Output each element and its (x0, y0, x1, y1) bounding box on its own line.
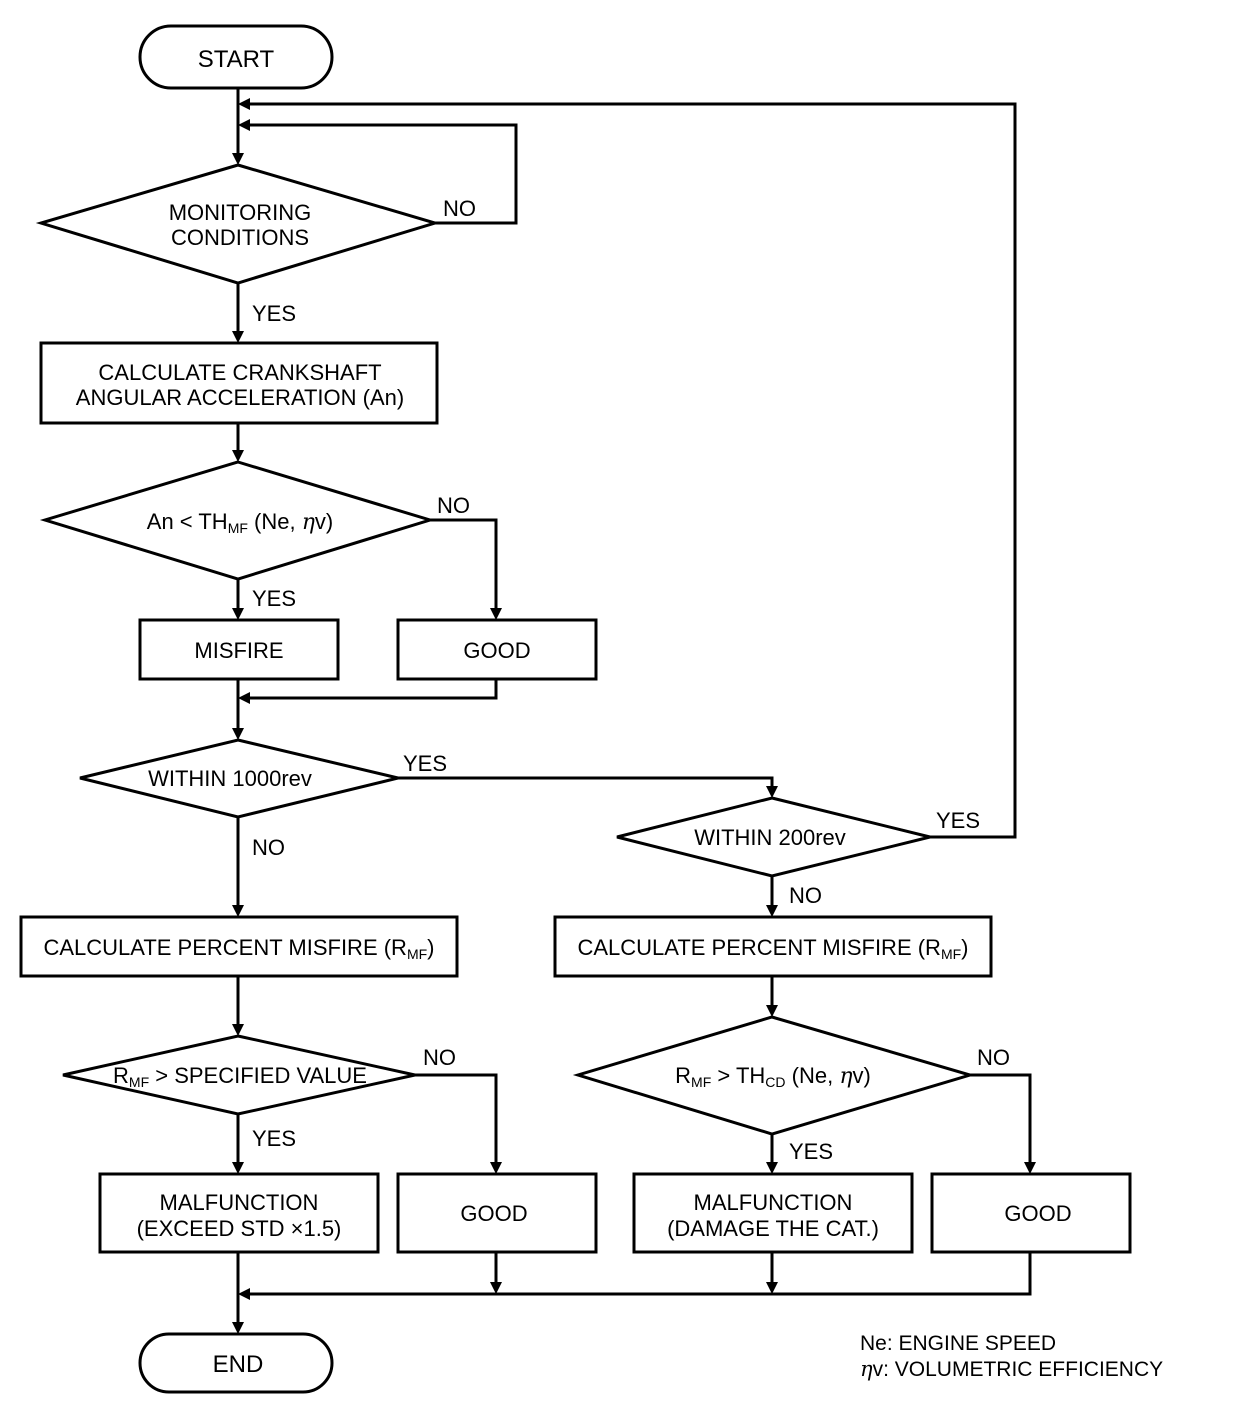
an-threshold-part3: v) (315, 509, 333, 534)
rmf-thcd-subscript1: MF (691, 1074, 711, 1090)
edge-label-thcd-yes: YES (789, 1139, 833, 1164)
calculate-percent-misfire-right-box (553, 915, 993, 978)
good-lower-middle-label: GOOD (460, 1201, 527, 1226)
good-box-upper (396, 618, 598, 681)
arrowhead (232, 728, 244, 740)
edge-label-within200-yes: YES (936, 808, 980, 833)
malfunction-cat-box (632, 1172, 914, 1254)
rmf-thcd-label: RMF > THCD (Ne, ηv) (675, 1063, 871, 1090)
edge-label-within1000-no: NO (252, 835, 285, 860)
an-threshold-eta: η (302, 510, 315, 535)
start-label: START (198, 46, 275, 73)
calculate-percent-misfire-left-box (19, 915, 459, 978)
monitoring-conditions-label-line2: CONDITIONS (171, 225, 309, 250)
arrowhead (232, 450, 244, 462)
malfunction-exceed-label-line1: MALFUNCTION (160, 1190, 319, 1215)
calculate-crankshaft-box (39, 341, 439, 425)
calculate-percent-misfire-left-label: CALCULATE PERCENT MISFIRE (RMF) (43, 935, 434, 962)
within-200rev-label: WITHIN 200rev (694, 825, 846, 850)
rmf-spec-part1: R (113, 1063, 129, 1088)
rmf-thcd-part4: v) (853, 1063, 871, 1088)
arrowhead (490, 1282, 502, 1294)
end-terminal (138, 1332, 334, 1394)
rmf-spec-part2: > SPECIFIED VALUE (149, 1063, 367, 1088)
arrowhead (766, 1282, 778, 1294)
arrowhead (232, 1322, 244, 1334)
arrowhead (232, 608, 244, 620)
arrowhead (232, 1024, 244, 1036)
malfunction-exceed-label-line2: (EXCEED STD ×1.5) (137, 1216, 342, 1241)
arrowhead (490, 1162, 502, 1174)
rmf-spec-subscript: MF (129, 1074, 149, 1090)
edge-label-within200-no: NO (789, 883, 822, 908)
malfunction-exceed-box (98, 1172, 380, 1254)
edge-label-spec-yes: YES (252, 1126, 296, 1151)
misfire-box (138, 618, 340, 681)
arrowhead (766, 1005, 778, 1017)
an-threshold-subscript: MF (228, 520, 248, 536)
calc-right-part1: CALCULATE PERCENT MISFIRE (R (577, 935, 940, 960)
arrowhead (232, 331, 244, 343)
edge-label-an-yes: YES (252, 586, 296, 611)
arrowhead (238, 119, 250, 131)
misfire-label: MISFIRE (194, 638, 283, 663)
arrowhead (490, 608, 502, 620)
edge-label-an-no: NO (437, 493, 470, 518)
calc-left-subscript: MF (407, 946, 427, 962)
arrowhead (232, 153, 244, 165)
edge-thcd-no-to-good (970, 1073, 1032, 1165)
arrowhead (1024, 1162, 1036, 1174)
edge-label-within1000-yes: YES (403, 751, 447, 776)
arrowhead (232, 1162, 244, 1174)
good-lower-right-label: GOOD (1004, 1201, 1071, 1226)
legend-eta-symbol: η (860, 1357, 873, 1381)
rmf-thcd-eta: η (839, 1064, 852, 1089)
an-threshold-part1: An < TH (147, 509, 228, 534)
arrowhead (766, 1162, 778, 1174)
an-threshold-part2: (Ne, (248, 509, 302, 534)
calculate-crankshaft-label-line2: ANGULAR ACCELERATION (An) (76, 385, 404, 410)
calc-right-subscript: MF (941, 946, 961, 962)
edge-monitoring-no-loop (248, 123, 518, 225)
arrowhead (766, 786, 778, 798)
an-threshold-label: An < THMF (Ne, ηv) (147, 509, 333, 536)
edge-label-monitoring-no: NO (443, 196, 476, 221)
arrowhead (238, 1288, 250, 1300)
arrowhead (766, 905, 778, 917)
rmf-thcd-part3: (Ne, (786, 1063, 840, 1088)
rmf-thcd-part2: > TH (711, 1063, 765, 1088)
within-1000rev-label: WITHIN 1000rev (148, 766, 312, 791)
legend-ne: Ne: ENGINE SPEED (860, 1332, 1056, 1355)
edge-within200-yes-loop (248, 102, 1017, 839)
good-box-lower-middle (396, 1172, 598, 1254)
arrowhead (238, 692, 250, 704)
legend-eta: ηv: VOLUMETRIC EFFICIENCY (860, 1357, 1163, 1381)
edge-label-monitoring-yes: YES (252, 301, 296, 326)
calc-left-part1: CALCULATE PERCENT MISFIRE (R (43, 935, 406, 960)
malfunction-cat-label-line1: MALFUNCTION (694, 1190, 853, 1215)
edge-label-thcd-no: NO (977, 1045, 1010, 1070)
rmf-thcd-subscript2: CD (765, 1074, 785, 1090)
good-upper-label: GOOD (463, 638, 530, 663)
edge-good-merge (248, 679, 498, 700)
edge-spec-no-to-good (415, 1073, 498, 1165)
arrowhead (232, 905, 244, 917)
monitoring-conditions-label-line1: MONITORING (169, 200, 312, 225)
calculate-crankshaft-label-line1: CALCULATE CRANKSHAFT (98, 360, 381, 385)
arrowhead (238, 98, 250, 110)
calc-right-part2: ) (961, 935, 968, 960)
legend-eta-text: v: VOLUMETRIC EFFICIENCY (873, 1358, 1164, 1381)
rmf-thcd-part1: R (675, 1063, 691, 1088)
calculate-percent-misfire-right-label: CALCULATE PERCENT MISFIRE (RMF) (577, 935, 968, 962)
rmf-specified-value-label: RMF > SPECIFIED VALUE (113, 1063, 367, 1090)
end-label: END (213, 1351, 264, 1378)
edge-label-spec-no: NO (423, 1045, 456, 1070)
calc-left-part2: ) (427, 935, 434, 960)
edge-within1000-yes-to-within200 (398, 776, 774, 789)
malfunction-cat-label-line2: (DAMAGE THE CAT.) (667, 1216, 879, 1241)
edge-bottom-merge-line (248, 1252, 1032, 1296)
start-terminal (138, 24, 334, 90)
edge-an-no-to-good (430, 518, 498, 611)
